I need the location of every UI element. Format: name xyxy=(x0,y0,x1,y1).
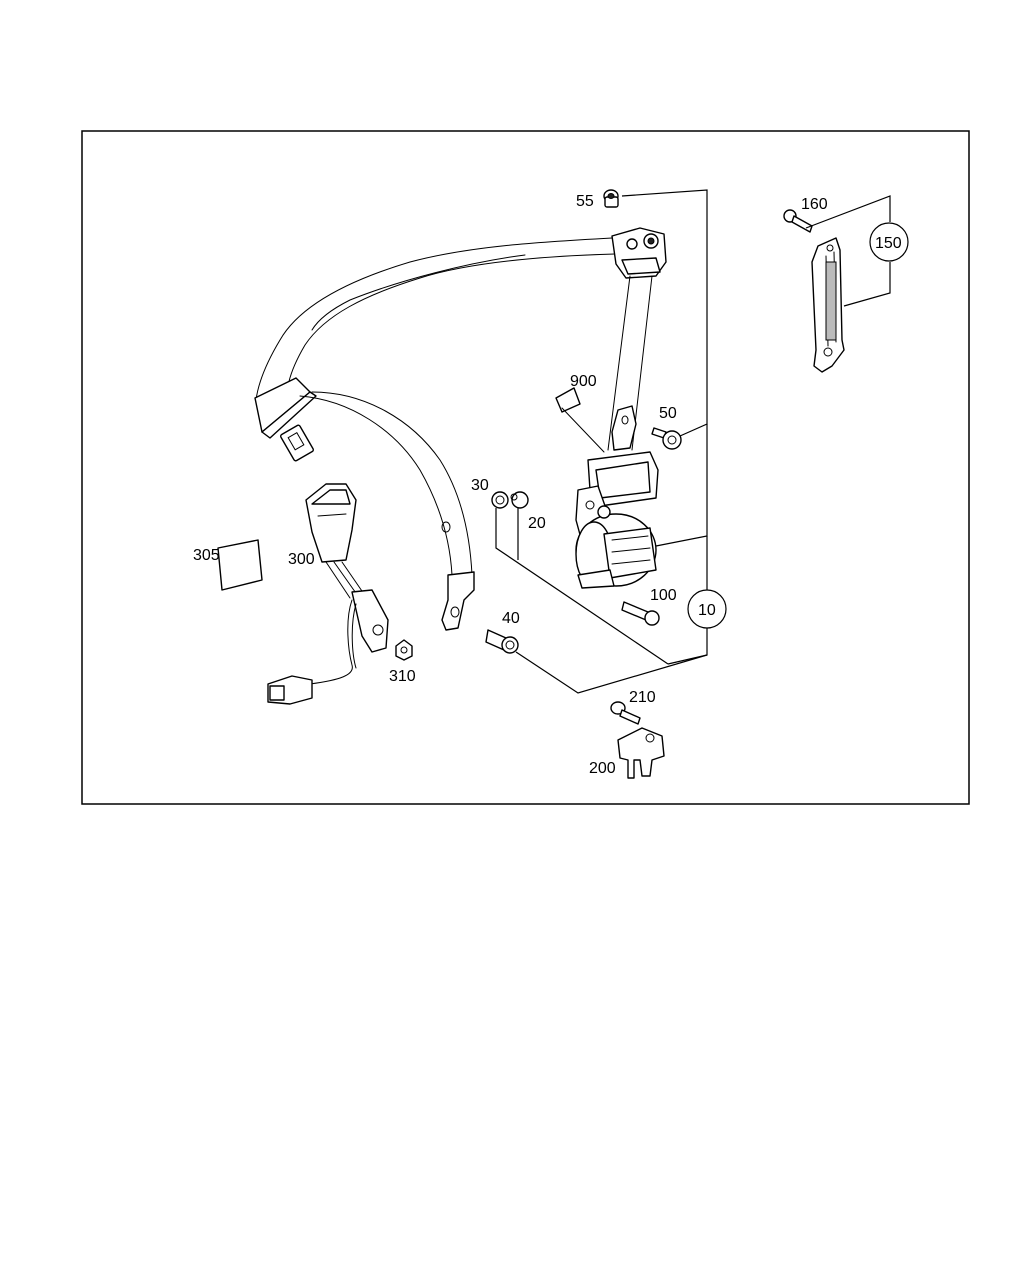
part-30-washer xyxy=(491,491,509,509)
callout-900: 900 xyxy=(570,373,597,390)
diagram-frame xyxy=(81,130,970,805)
leader-lines xyxy=(495,189,891,694)
callout-300: 300 xyxy=(288,551,315,568)
part-40-bolt xyxy=(485,629,519,654)
part-210-bolt xyxy=(610,701,641,725)
belt-webbing xyxy=(254,237,616,631)
callout-30: 30 xyxy=(471,477,489,494)
callout-circle-10 xyxy=(687,589,727,629)
callout-circle-150 xyxy=(869,222,909,262)
part-55-bolt xyxy=(603,189,619,208)
retractor-webbing xyxy=(607,275,653,451)
belt-retractor xyxy=(575,451,659,589)
callout-50: 50 xyxy=(659,405,677,422)
callout-55: 55 xyxy=(576,193,594,210)
part-200-bracket xyxy=(617,727,665,779)
callout-210: 210 xyxy=(629,689,656,706)
callout-20: 20 xyxy=(528,515,546,532)
part-160-screw xyxy=(783,209,813,233)
callout-10: 10 xyxy=(698,602,716,619)
part-300-buckle xyxy=(267,483,389,705)
part-150-height-adjuster xyxy=(811,237,845,373)
part-310-nut xyxy=(395,639,413,661)
upper-guide-loop xyxy=(611,227,667,279)
callout-310: 310 xyxy=(389,668,416,685)
callout-150: 150 xyxy=(875,235,902,252)
part-305-label xyxy=(217,539,263,591)
callout-40: 40 xyxy=(502,610,520,627)
part-100-bolt xyxy=(621,601,660,626)
part-20-cap xyxy=(510,491,529,509)
callout-305: 305 xyxy=(193,547,220,564)
callout-100: 100 xyxy=(650,587,677,604)
part-50-bolt xyxy=(651,427,682,450)
callout-200: 200 xyxy=(589,760,616,777)
callout-160: 160 xyxy=(801,196,828,213)
part-900-label xyxy=(555,387,605,453)
